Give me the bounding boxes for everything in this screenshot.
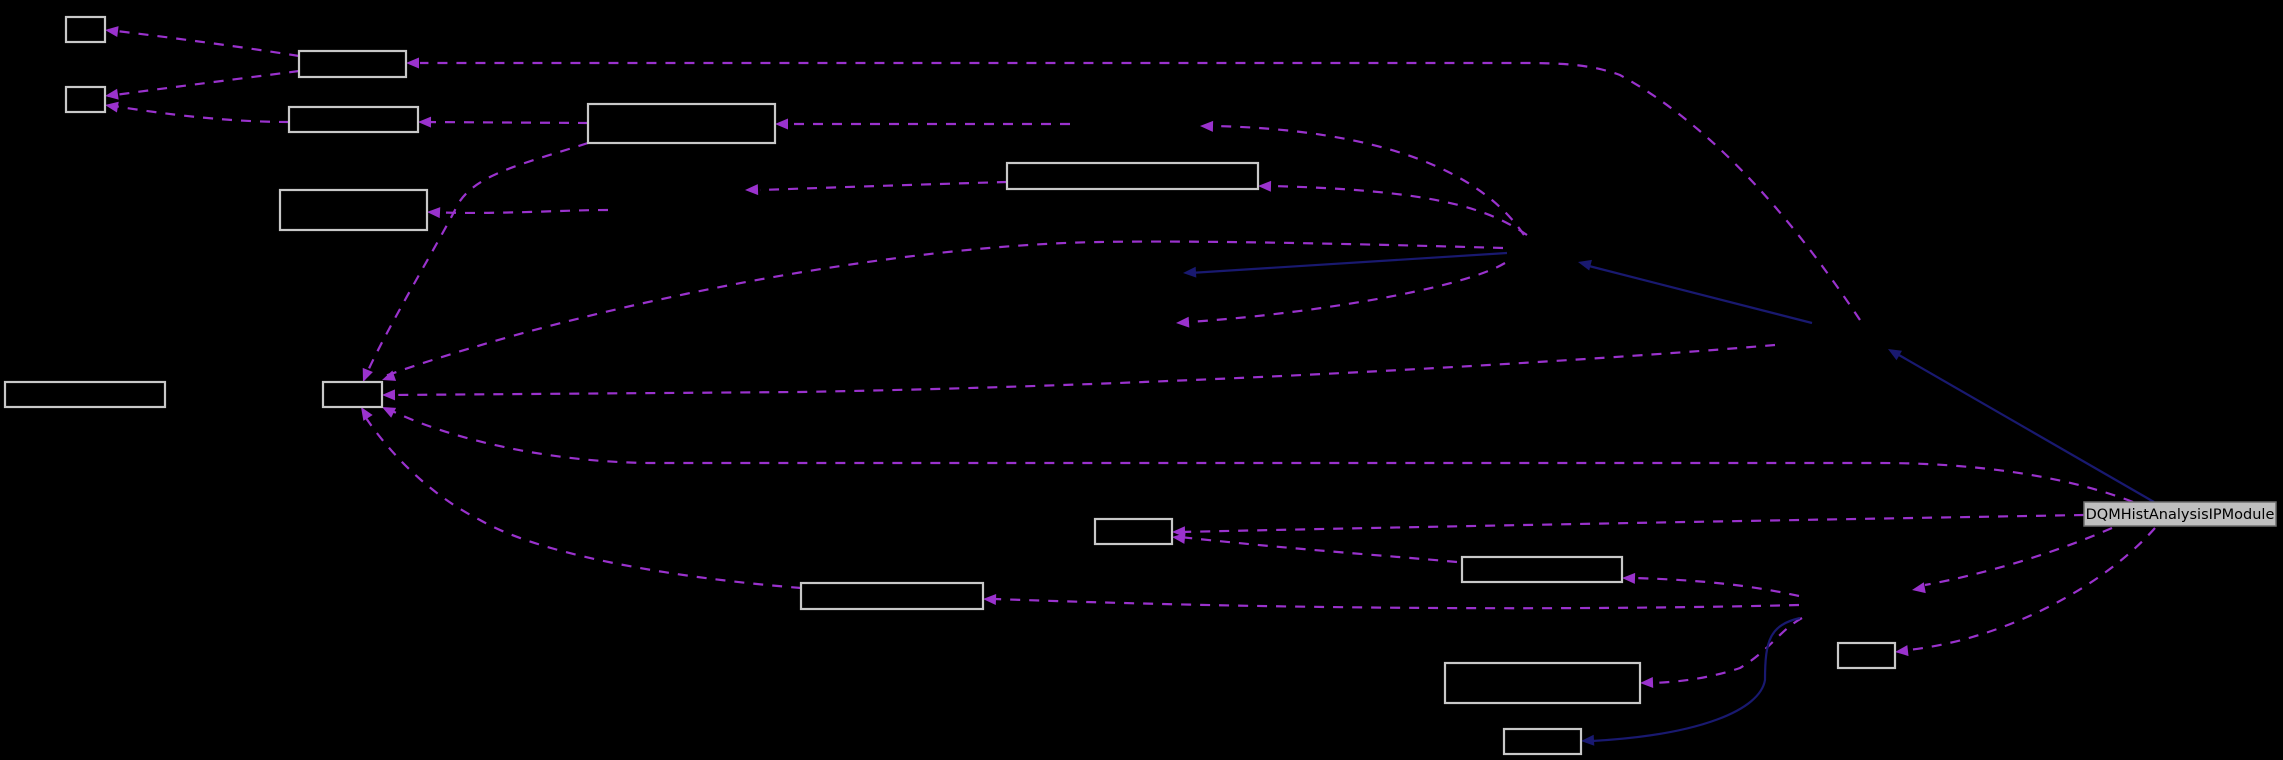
usage-edge (1652, 617, 1803, 685)
usage-edge (1907, 527, 2156, 652)
usage-edge (389, 343, 1776, 397)
arrowhead-icon (1888, 349, 1903, 361)
graph-node[interactable] (287, 105, 420, 134)
arrowhead-icon (1640, 677, 1654, 689)
usage-edge (759, 180, 1008, 192)
arrowhead-icon (1258, 180, 1272, 192)
usage-edge (994, 597, 1800, 610)
main-node-box[interactable] (2083, 501, 2277, 527)
usage-edge (1179, 513, 2085, 534)
main-node-dqmhistanalysisipmodule[interactable]: DQMHistAnalysisIPModule (2083, 501, 2277, 527)
usage-edge (1269, 184, 1528, 236)
usage-edge (385, 407, 2134, 504)
graph-node-box[interactable] (1836, 641, 1897, 670)
arrowhead-icon (1581, 734, 1595, 746)
arrowhead-icon (1172, 532, 1186, 544)
graph-node[interactable] (586, 102, 777, 145)
usage-edge (384, 240, 1504, 378)
arrowhead-icon (775, 118, 788, 130)
graph-node-box[interactable] (64, 85, 107, 114)
graph-node-box[interactable] (1443, 661, 1642, 705)
graph-node-box[interactable] (1093, 517, 1174, 546)
arrowhead-icon (105, 101, 119, 113)
main-node-label: DQMHistAnalysisIPModule (2086, 507, 2275, 523)
usage-edge (107, 28, 300, 58)
usage-edge (419, 120, 589, 125)
usage-edge (1187, 262, 1506, 324)
usage-edge (1924, 526, 2113, 587)
inheritance-edge (1591, 616, 1801, 743)
graph-node[interactable] (1460, 555, 1624, 584)
inheritance-edge (1189, 251, 1508, 275)
graph-node[interactable] (1836, 641, 1897, 670)
graph-node[interactable] (278, 188, 429, 232)
arrowhead-icon (745, 184, 759, 196)
usage-edge (107, 69, 300, 98)
graph-node-box[interactable] (64, 15, 107, 44)
graph-node[interactable] (321, 380, 384, 409)
graph-node-box[interactable] (586, 102, 777, 145)
arrowhead-icon (1176, 316, 1190, 328)
inheritance-edge (1584, 263, 1813, 325)
graph-node[interactable] (1005, 161, 1260, 191)
arrowhead-icon (983, 593, 997, 605)
arrowhead-icon (1183, 266, 1197, 278)
graph-node[interactable] (3, 380, 167, 409)
graph-node-box[interactable] (3, 380, 167, 409)
graph-node-box[interactable] (1005, 161, 1260, 191)
graph-node[interactable] (1443, 661, 1642, 705)
arrowhead-icon (1578, 259, 1592, 271)
arrowhead-icon (361, 407, 373, 421)
arrowhead-icon (427, 207, 441, 219)
inheritance-edge (1891, 350, 2155, 503)
usage-edge (1214, 124, 1525, 236)
arrowhead-icon (105, 26, 119, 37)
graph-node-box[interactable] (287, 105, 420, 134)
arrowhead-icon (1200, 120, 1214, 132)
graph-node[interactable] (297, 49, 408, 79)
arrowhead-icon (1912, 582, 1926, 594)
arrowhead-icon (382, 370, 397, 381)
arrowhead-icon (1895, 645, 1909, 657)
graph-node[interactable] (1093, 517, 1174, 546)
arrowhead-icon (1622, 572, 1636, 584)
usage-edge (420, 61, 1861, 321)
usage-edge (361, 411, 802, 590)
arrowhead-icon (382, 389, 396, 401)
usage-edge (107, 103, 290, 124)
graph-node-box[interactable] (1460, 555, 1624, 584)
graph-node[interactable] (64, 15, 107, 44)
usage-edge (429, 208, 609, 215)
graph-node-box[interactable] (799, 581, 985, 611)
nodes-layer (3, 15, 1897, 756)
usage-edge (1634, 576, 1800, 598)
graph-node[interactable] (799, 581, 985, 611)
usage-edge (1179, 535, 1458, 564)
graph-node-box[interactable] (1502, 727, 1583, 756)
arrowhead-icon (382, 407, 397, 418)
graph-node-box[interactable] (297, 49, 408, 79)
graph-node-box[interactable] (278, 188, 429, 232)
graph-node[interactable] (64, 85, 107, 114)
arrowhead-icon (406, 57, 419, 69)
edges-layer (105, 26, 2156, 746)
graph-node[interactable] (1502, 727, 1583, 756)
arrowhead-icon (105, 88, 119, 100)
graph-node-box[interactable] (321, 380, 384, 409)
arrowhead-icon (418, 116, 432, 128)
arrowhead-icon (362, 367, 373, 382)
usage-edge (362, 141, 589, 381)
